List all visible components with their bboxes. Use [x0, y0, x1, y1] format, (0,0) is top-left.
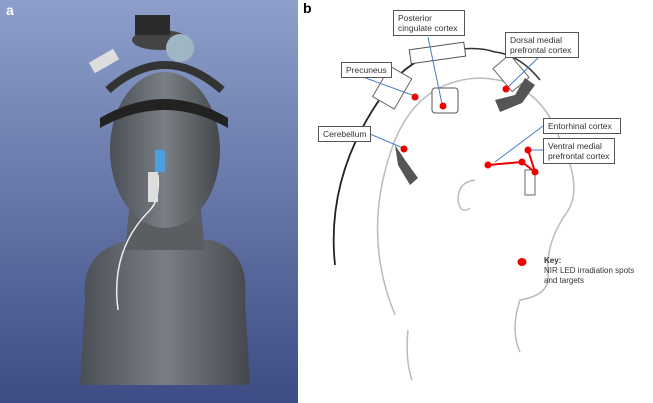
- label-dorsal-medial: Dorsal medial prefrontal cortex: [505, 32, 579, 58]
- spot-posterior-cingulate: [439, 102, 447, 110]
- spot-vmpfc-1: [524, 146, 532, 154]
- key-spot-icon: [517, 258, 527, 266]
- mannequin-photo: [80, 15, 250, 385]
- spot-cerebellum: [400, 145, 408, 153]
- spot-dorsal-medial: [502, 85, 510, 93]
- label-precuneus: Precuneus: [341, 62, 392, 78]
- label-ventral-medial: Ventral medial prefrontal cortex: [543, 138, 615, 164]
- key-title: Key:: [544, 256, 562, 265]
- leader-lines: [362, 36, 544, 163]
- head-diagram: [332, 41, 575, 381]
- spot-entorhinal: [484, 161, 492, 169]
- irradiation-spots: [400, 85, 539, 266]
- label-entorhinal: Entorhinal cortex: [543, 118, 621, 134]
- panel-label-b: b: [303, 0, 312, 16]
- panel-label-a: a: [6, 2, 14, 18]
- key-text: NIR LED irradiation spots and targets: [544, 266, 635, 285]
- spot-precuneus: [411, 93, 419, 101]
- spot-vmpfc-3: [531, 168, 539, 176]
- spot-vmpfc-2: [518, 158, 526, 166]
- label-cerebellum: Cerebellum: [318, 126, 372, 142]
- label-posterior-cingulate: Posterior cingulate cortex: [393, 10, 465, 36]
- key: Key: NIR LED irradiation spots and targe…: [544, 256, 649, 286]
